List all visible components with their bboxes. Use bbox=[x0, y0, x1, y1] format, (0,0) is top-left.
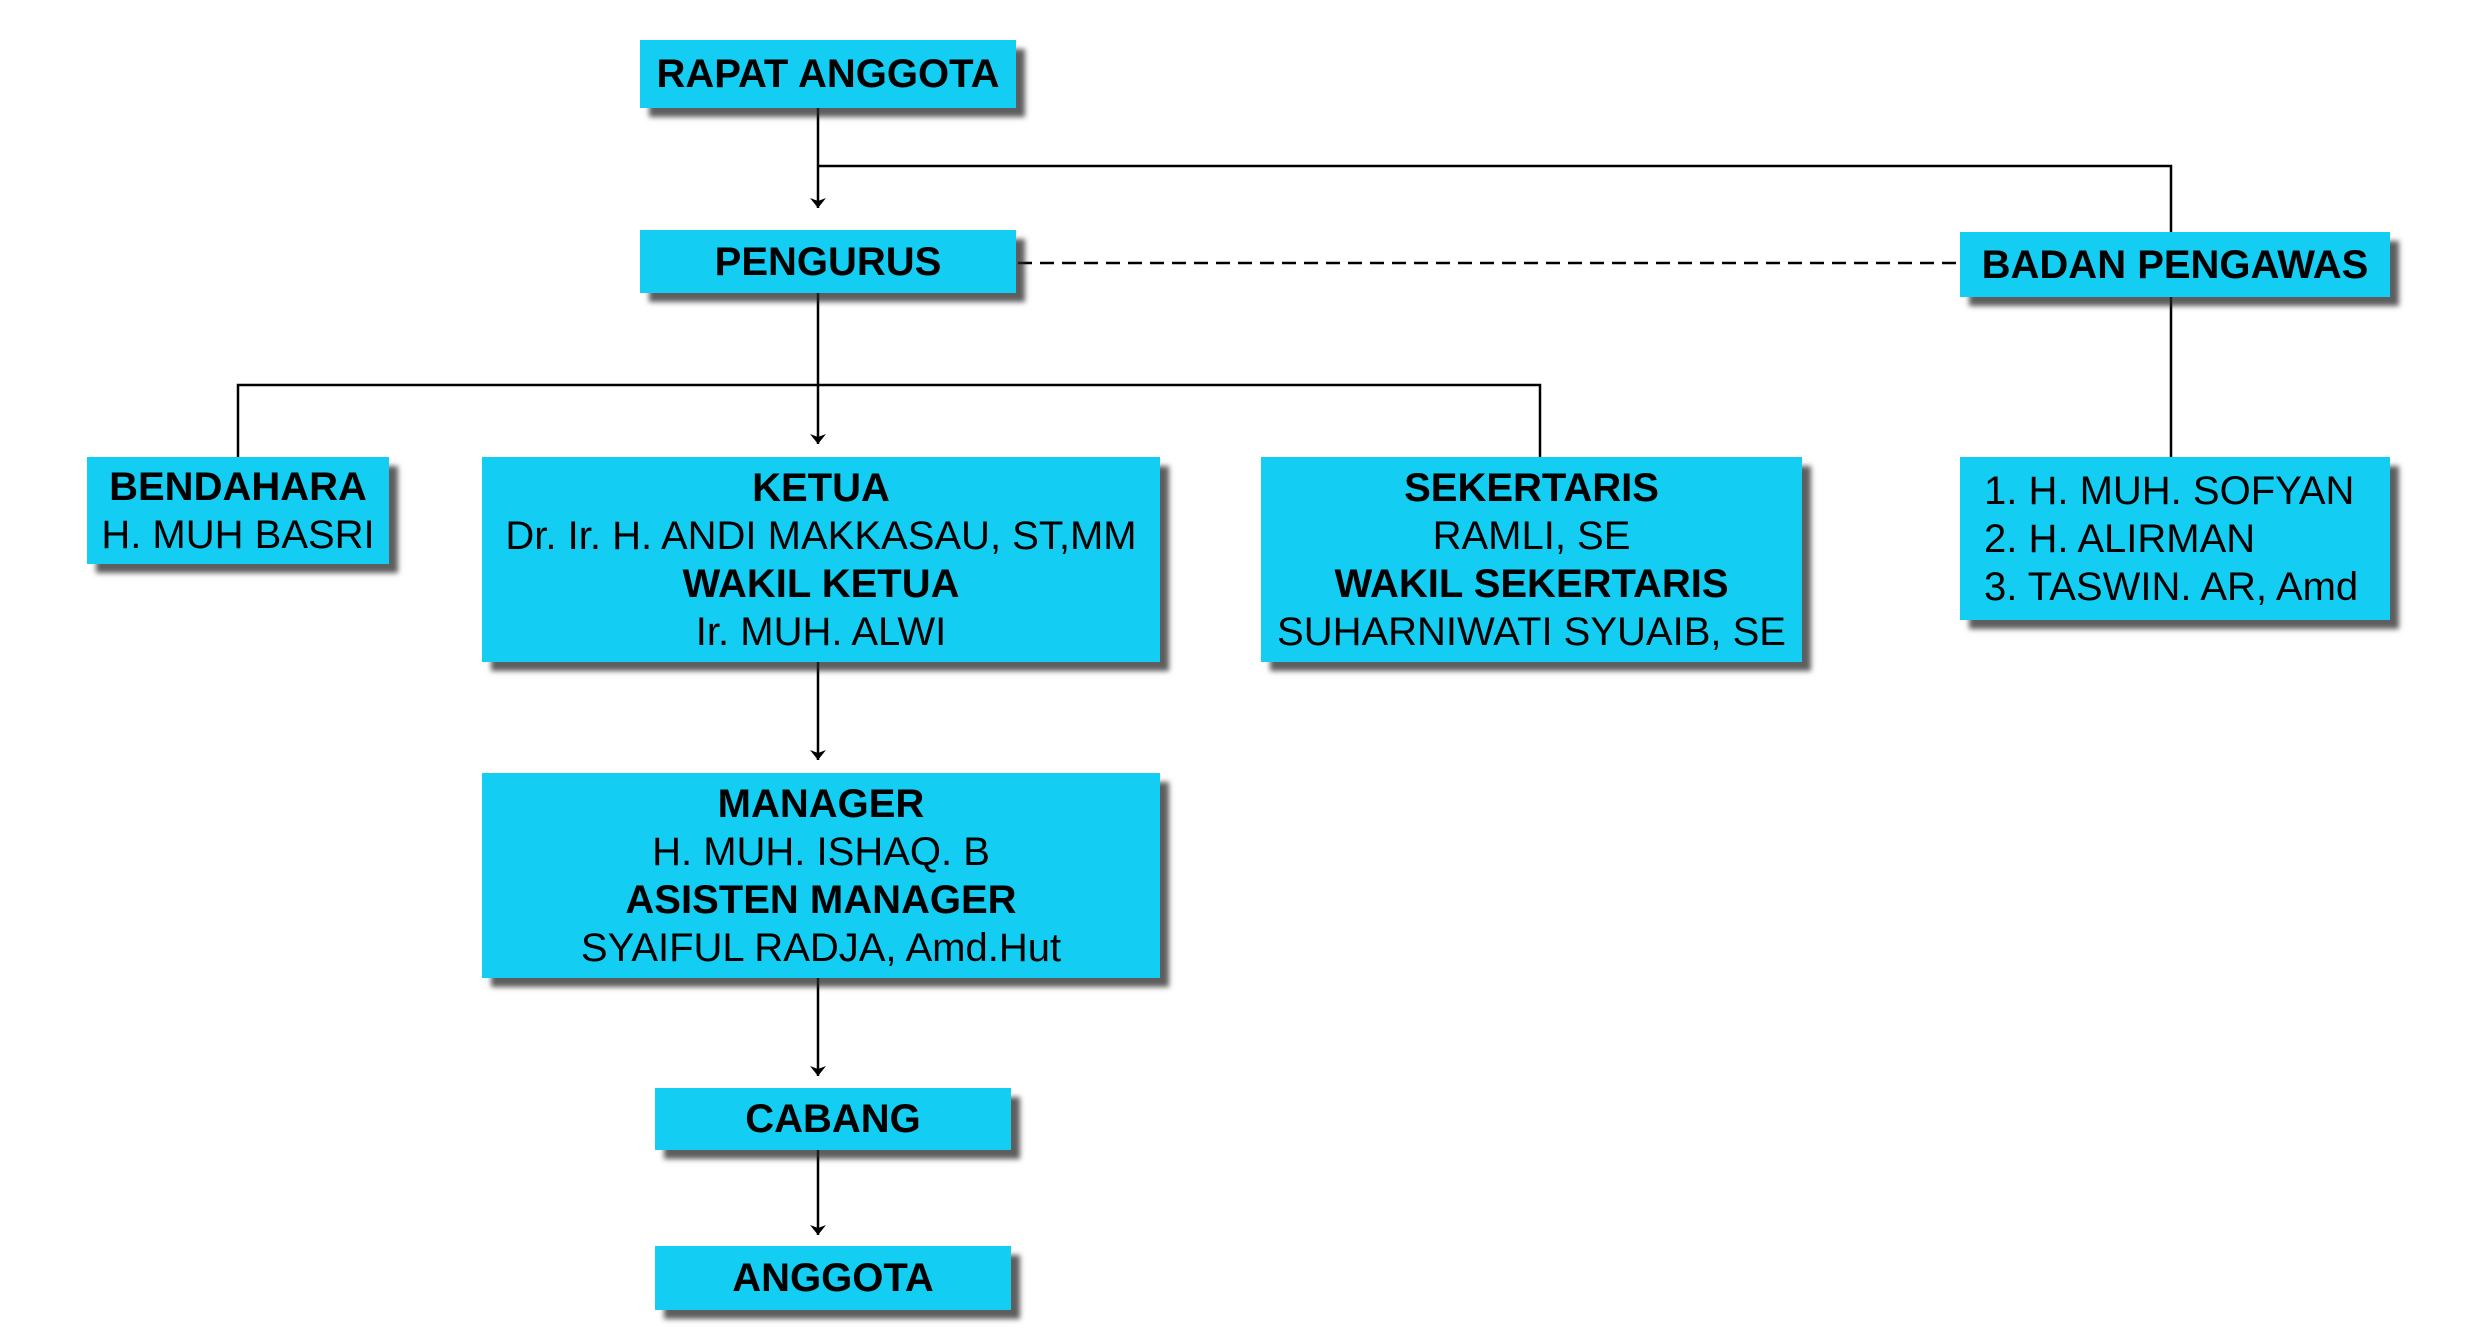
sekertaris-title: SEKERTARIS bbox=[1404, 465, 1659, 510]
anggota-title: ANGGOTA bbox=[732, 1256, 934, 1300]
sekertaris-box: SEKERTARIS RAMLI, SE WAKIL SEKERTARIS SU… bbox=[1261, 457, 1802, 662]
badan-pengawas-member: 1. H. MUH. SOFYAN bbox=[1984, 468, 2355, 513]
wakil-ketua-name: Ir. MUH. ALWI bbox=[695, 609, 947, 654]
badan-pengawas-member: 3. TASWIN. AR, Amd bbox=[1984, 564, 2359, 609]
sekertaris-name: RAMLI, SE bbox=[1432, 513, 1631, 558]
wakil-ketua-title: WAKIL KETUA bbox=[682, 561, 960, 606]
cabang-title: CABANG bbox=[745, 1097, 921, 1141]
badan-pengawas-member: 2. H. ALIRMAN bbox=[1984, 516, 2256, 561]
ketua-title: KETUA bbox=[752, 465, 890, 510]
ketua-name: Dr. Ir. H. ANDI MAKKASAU, ST,MM bbox=[505, 513, 1137, 558]
badan-pengawas-title: BADAN PENGAWAS bbox=[1981, 242, 2369, 287]
rapat-anggota-title: RAPAT ANGGOTA bbox=[656, 52, 1000, 96]
line-branch-bendahara-sekertaris bbox=[236, 383, 1542, 457]
anggota-box: ANGGOTA bbox=[655, 1246, 1011, 1310]
line-rapat-to-badan-pengawas bbox=[818, 164, 2173, 232]
asisten-manager-title: ASISTEN MANAGER bbox=[625, 877, 1017, 922]
manager-title: MANAGER bbox=[717, 781, 925, 826]
pengurus-box: PENGURUS bbox=[640, 230, 1016, 293]
wakil-sekertaris-title: WAKIL SEKERTARIS bbox=[1334, 561, 1729, 606]
manager-box: MANAGER H. MUH. ISHAQ. B ASISTEN MANAGER… bbox=[482, 773, 1160, 978]
wakil-sekertaris-name: SUHARNIWATI SYUAIB, SE bbox=[1277, 609, 1786, 654]
ketua-box: KETUA Dr. Ir. H. ANDI MAKKASAU, ST,MM WA… bbox=[482, 457, 1160, 662]
asisten-manager-name: SYAIFUL RADJA, Amd.Hut bbox=[580, 925, 1062, 970]
bendahara-box: BENDAHARA H. MUH BASRI bbox=[87, 457, 389, 564]
manager-name: H. MUH. ISHAQ. B bbox=[652, 829, 990, 874]
badan-pengawas-members-box: 1. H. MUH. SOFYAN 2. H. ALIRMAN 3. TASWI… bbox=[1960, 457, 2390, 620]
badan-pengawas-box: BADAN PENGAWAS bbox=[1960, 232, 2390, 297]
pengurus-title: PENGURUS bbox=[714, 239, 942, 284]
bendahara-name: H. MUH BASRI bbox=[101, 512, 375, 557]
cabang-box: CABANG bbox=[655, 1088, 1011, 1150]
rapat-anggota-box: RAPAT ANGGOTA bbox=[640, 40, 1016, 108]
bendahara-title: BENDAHARA bbox=[109, 464, 367, 509]
